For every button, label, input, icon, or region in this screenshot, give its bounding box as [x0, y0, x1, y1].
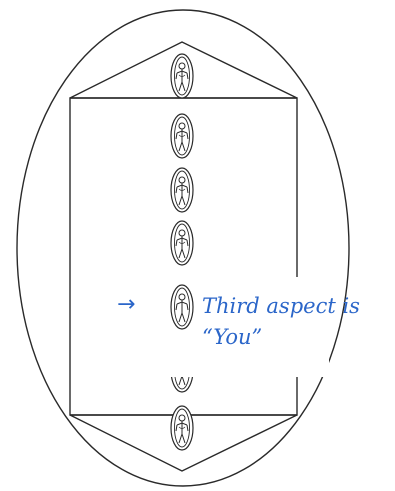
person-icon-4	[171, 221, 193, 265]
person-icon-7	[171, 406, 193, 450]
right-arrow-icon: →	[117, 294, 135, 316]
person-icon-2	[171, 114, 193, 158]
person-icon-1	[171, 54, 193, 98]
annotation-text: Third aspect is “You”	[202, 291, 387, 353]
person-icon-3	[171, 168, 193, 212]
